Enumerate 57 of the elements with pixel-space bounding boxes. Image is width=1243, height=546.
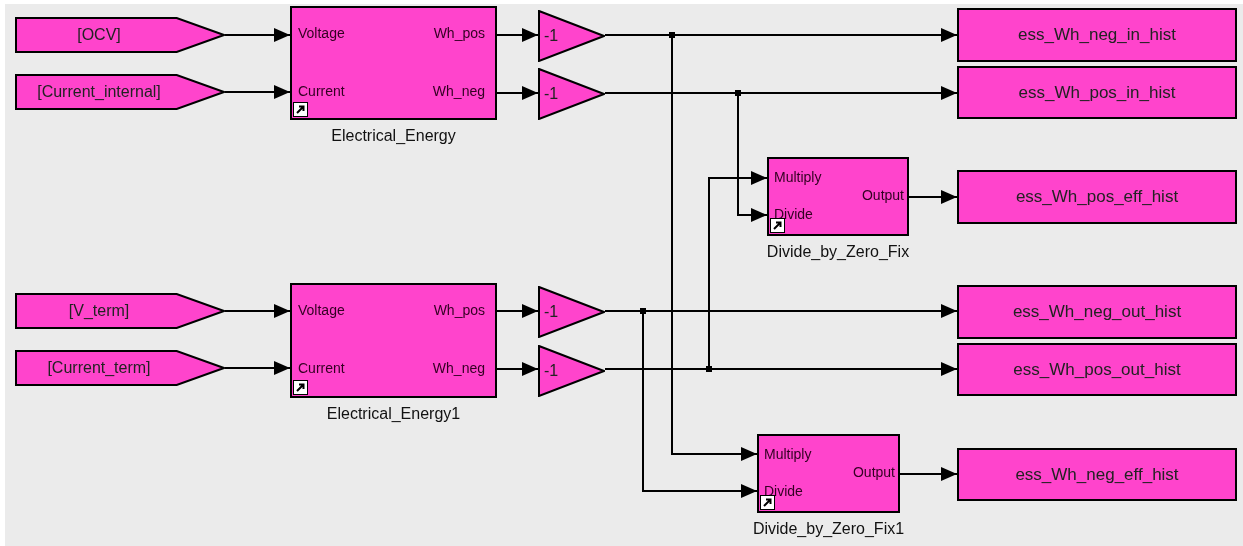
signal-arrow (224, 28, 291, 42)
goto-tag-block (15, 350, 225, 386)
gain-value: -1 (544, 86, 559, 102)
output-block: ess_Wh_neg_out_hist (957, 285, 1237, 339)
gain-value: -1 (544, 363, 559, 379)
subsystem-block (767, 157, 909, 236)
port-label: Divide (764, 484, 803, 498)
signal-arrow (899, 467, 958, 481)
port-label: Current (298, 84, 345, 98)
port-label: Wh_neg (432, 361, 485, 375)
tag-label: [Current_internal] (36, 82, 162, 102)
goto-tag-block (15, 293, 225, 329)
signal-arrow (224, 361, 291, 375)
output-block: ess_Wh_neg_eff_hist (957, 448, 1237, 501)
port-label: Voltage (298, 303, 345, 317)
signal-arrow (496, 86, 539, 100)
gain-value: -1 (544, 304, 559, 320)
output-block: ess_Wh_pos_out_hist (957, 343, 1237, 396)
port-label: Multiply (774, 170, 822, 184)
signal-arrow (604, 310, 758, 498)
signal-arrow (908, 190, 958, 204)
output-block: ess_Wh_pos_in_hist (957, 66, 1237, 119)
signal-arrow (604, 171, 768, 370)
output-block: ess_Wh_neg_in_hist (957, 8, 1237, 62)
gain-triangle (538, 68, 605, 120)
port-label: Multiply (764, 447, 812, 461)
signal-arrow (496, 362, 539, 376)
gain-triangle (538, 345, 605, 397)
signal-arrow (496, 304, 539, 318)
port-label: Wh_neg (432, 84, 485, 98)
block-name-label: Divide_by_Zero_Fix1 (752, 519, 905, 539)
subsystem-block (757, 434, 900, 513)
output-block: ess_Wh_pos_eff_hist (957, 170, 1237, 224)
signal-arrow (604, 92, 768, 222)
subsystem-block (290, 283, 497, 398)
goto-tag-block (15, 17, 225, 53)
tag-label: [Current_term] (46, 358, 152, 378)
block-name-label: Divide_by_Zero_Fix (766, 242, 910, 262)
port-label: Wh_pos (433, 303, 485, 317)
port-label: Output (861, 188, 904, 202)
block-name-label: Electrical_Energy1 (326, 404, 461, 424)
subsystem-block (290, 6, 497, 120)
tag-label: [OCV] (76, 25, 122, 45)
port-label: Wh_pos (433, 26, 485, 40)
port-label: Voltage (298, 26, 345, 40)
signal-arrow (496, 28, 539, 42)
block-name-label: Electrical_Energy (331, 126, 456, 146)
signal-arrow (224, 304, 291, 318)
port-label: Output (852, 465, 895, 479)
port-label: Divide (774, 207, 813, 221)
gain-triangle (538, 10, 605, 62)
gain-value: -1 (544, 28, 559, 44)
goto-tag-block (15, 74, 225, 110)
port-label: Current (298, 361, 345, 375)
tag-label: [V_term] (67, 301, 131, 321)
gain-triangle (538, 286, 605, 338)
signal-arrow (224, 85, 291, 99)
